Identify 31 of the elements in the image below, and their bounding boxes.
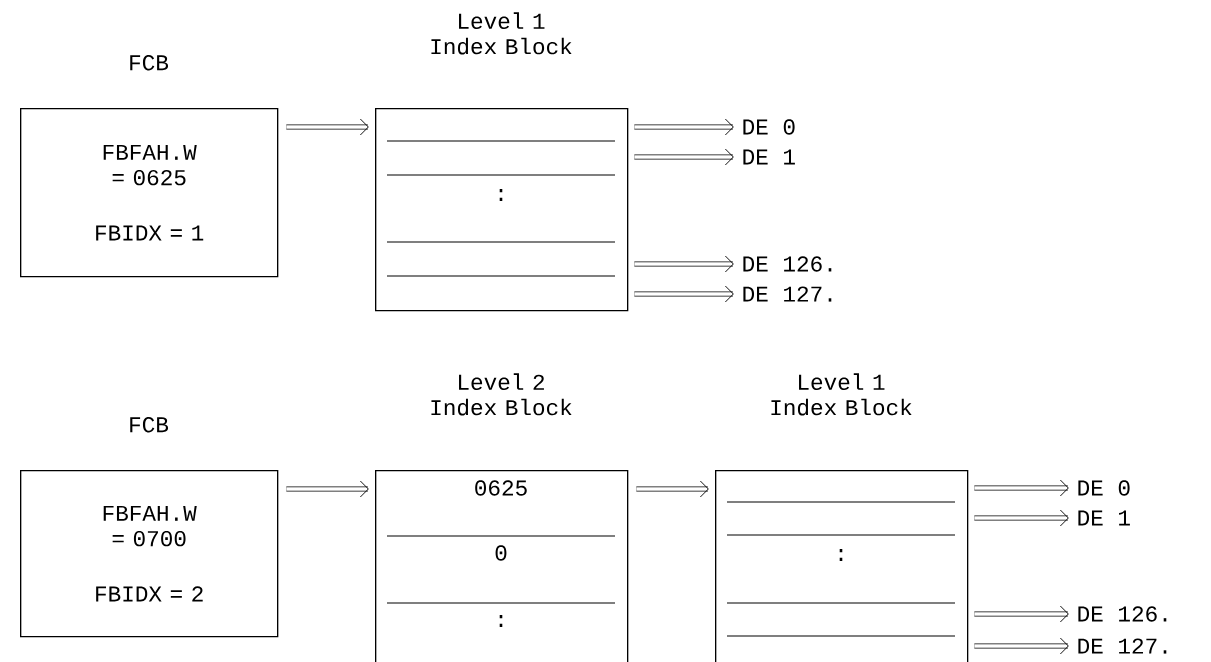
arrow — [634, 118, 734, 136]
heading: Level 2 Index Block — [431, 373, 572, 416]
arrow — [974, 509, 1069, 527]
entry-label: DE 126. — [1078, 606, 1167, 622]
control-block-box: FBFAH.W = 0625 FBIDX = 1 — [20, 108, 279, 278]
heading: FCB — [130, 417, 169, 433]
entry-label: DE 0 — [1078, 480, 1130, 496]
heading: Level 1 Index Block — [431, 12, 572, 55]
arrow — [974, 605, 1069, 623]
arrow — [634, 255, 734, 273]
arrow — [286, 480, 369, 498]
arrow — [974, 479, 1069, 497]
control-block-box: FBFAH.W = 0700 FBIDX = 2 — [20, 470, 279, 638]
cell-text: 0 — [495, 545, 507, 561]
cell-text: 0625 — [475, 480, 527, 496]
entry-label: DE 1 — [1078, 510, 1130, 526]
entry-label: DE 127. — [1078, 638, 1167, 654]
arrow — [974, 637, 1069, 655]
entry-label: DE 127. — [743, 286, 832, 302]
cell-text: : — [499, 615, 503, 627]
arrow — [634, 148, 734, 166]
entry-label: DE 0 — [743, 119, 795, 135]
arrow — [634, 285, 734, 303]
arrow — [636, 480, 709, 498]
cell-text: : — [839, 549, 843, 561]
entry-label: DE 1 — [743, 149, 795, 165]
arrow — [286, 118, 369, 136]
heading: FCB — [130, 55, 169, 71]
heading: Level 1 Index Block — [771, 373, 912, 416]
cell-text: : — [499, 189, 503, 201]
entry-label: DE 126. — [743, 256, 832, 272]
